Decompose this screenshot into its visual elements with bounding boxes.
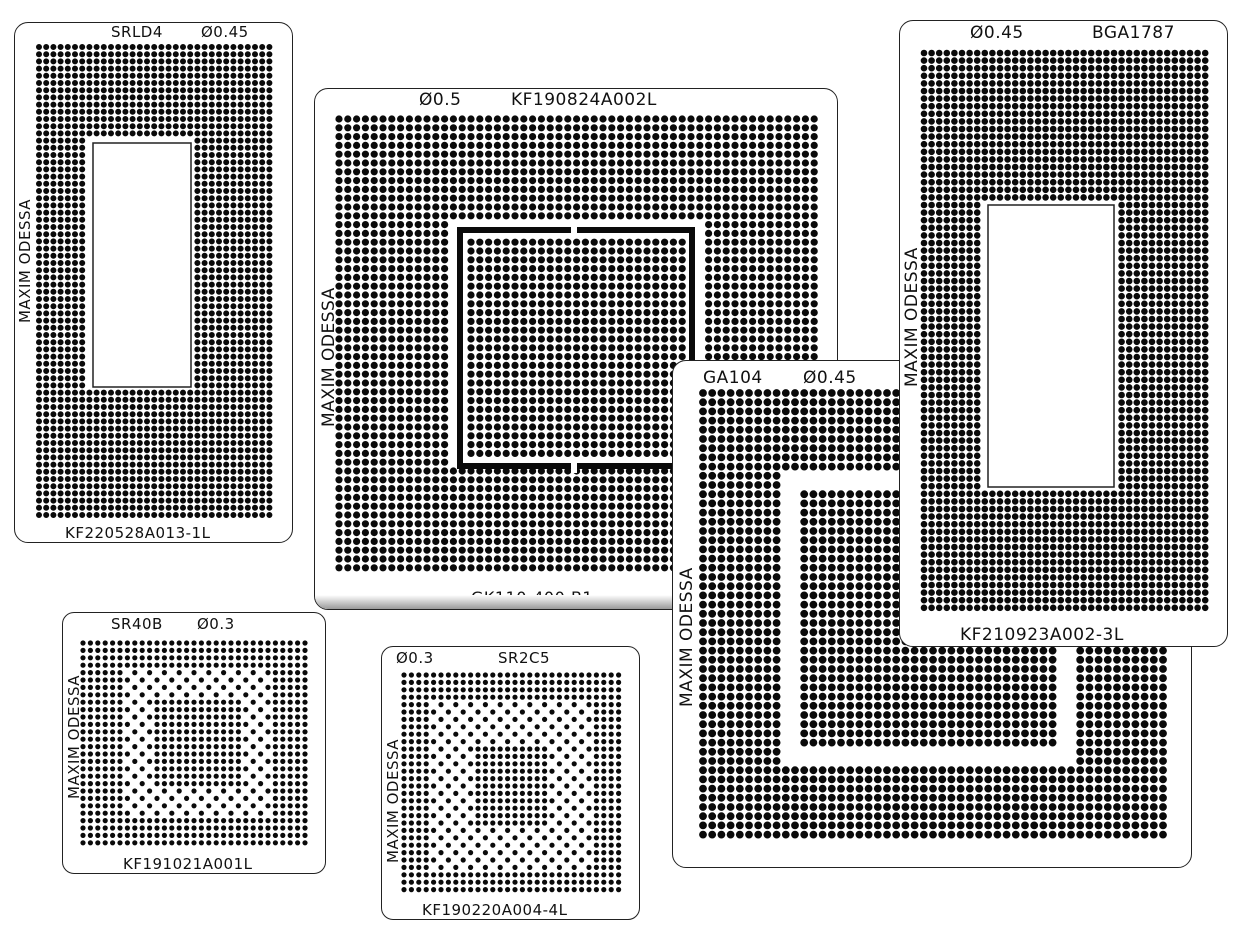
brand-label: MAXIM ODESSA xyxy=(384,738,402,863)
diameter-label: Ø0.3 xyxy=(396,649,434,667)
chip-label: SRLD4 xyxy=(111,23,163,41)
code-label: KF190220A004-4L xyxy=(422,901,568,919)
ball-grid-bga1787 xyxy=(920,49,1209,612)
brand-label: MAXIM ODESSA xyxy=(319,287,339,427)
diameter-label: Ø0.3 xyxy=(197,615,235,633)
chip-label: BGA1787 xyxy=(1092,23,1175,43)
brand-label: MAXIM ODESSA xyxy=(65,674,83,799)
ball-grid-sr2c5 xyxy=(401,672,622,893)
code-label: KF220528A013-1L xyxy=(65,524,211,542)
code-label: KF190824A002L xyxy=(511,90,657,110)
diameter-label: Ø0.45 xyxy=(803,368,857,388)
ball-grid-srld4 xyxy=(36,44,273,518)
stencil-srld4: SRLD4 Ø0.45 MAXIM ODESSA KF220528A013-1L xyxy=(14,22,293,543)
brand-label: MAXIM ODESSA xyxy=(677,567,697,707)
diameter-label: Ø0.45 xyxy=(970,23,1024,43)
code-label: KF191021A001L xyxy=(123,855,253,873)
brand-label: MAXIM ODESSA xyxy=(16,198,34,323)
stencil-gk110: Ø0.5 KF190824A002L MAXIM ODESSA GK110-40… xyxy=(314,88,838,610)
chip-label: SR2C5 xyxy=(498,649,551,667)
chip-label: SR40B xyxy=(111,615,163,633)
stencil-bga1787: Ø0.45 BGA1787 MAXIM ODESSA KF210923A002-… xyxy=(899,20,1228,647)
stencil-sr2c5: Ø0.3 SR2C5 MAXIM ODESSA KF190220A004-4L xyxy=(381,646,640,920)
brand-label: MAXIM ODESSA xyxy=(902,247,922,387)
ball-grid-sr40b xyxy=(80,640,308,846)
diameter-label: Ø0.5 xyxy=(419,90,462,110)
chip-label: GA104 xyxy=(703,368,763,388)
stencil-sr40b: SR40B Ø0.3 MAXIM ODESSA KF191021A001L xyxy=(62,612,326,874)
diameter-label: Ø0.45 xyxy=(201,23,249,41)
code-label: KF210923A002-3L xyxy=(960,625,1124,645)
